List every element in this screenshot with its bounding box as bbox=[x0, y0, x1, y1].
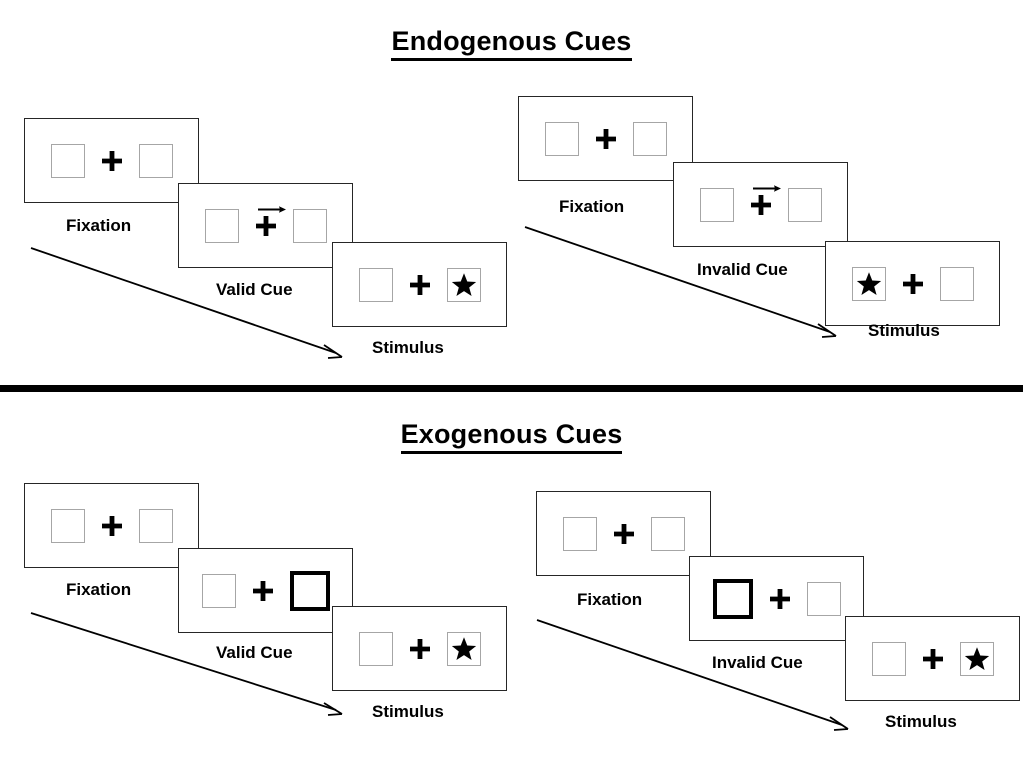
stimulus-box-left bbox=[871, 641, 906, 676]
plus-cross-icon bbox=[595, 128, 616, 149]
fixation-cross-wrap bbox=[250, 572, 276, 610]
stimulus-box-left bbox=[358, 267, 393, 302]
panel-content bbox=[358, 266, 481, 304]
fixation-cross-wrap bbox=[99, 507, 125, 545]
label-endo-invalid-cue: Invalid Cue bbox=[697, 260, 788, 279]
fixation-cross-wrap bbox=[99, 142, 125, 180]
panel-content bbox=[358, 630, 481, 668]
plus-cross-icon bbox=[101, 150, 122, 171]
stimulus-box-right bbox=[446, 267, 481, 302]
panel-endo-valid-stimulus bbox=[332, 242, 507, 327]
fixation-cross-wrap bbox=[900, 265, 926, 303]
panel-content bbox=[562, 515, 685, 553]
stimulus-box-left bbox=[201, 573, 236, 608]
stimulus-box-right bbox=[939, 266, 974, 301]
star-icon bbox=[856, 271, 881, 295]
stimulus-box-right bbox=[138, 143, 173, 178]
section-divider bbox=[0, 385, 1023, 392]
fixation-cross-wrap bbox=[920, 640, 946, 678]
label-exo-valid-fixation: Fixation bbox=[66, 580, 132, 599]
fixation-cross-wrap bbox=[767, 580, 793, 618]
panel-content bbox=[50, 142, 173, 180]
label-endo-invalid-fixation: Fixation bbox=[559, 197, 625, 216]
stimulus-box-right-cued bbox=[289, 570, 330, 611]
diagonal-arrow-icon-endo-valid bbox=[30, 247, 343, 359]
panel-content bbox=[712, 578, 841, 619]
stimulus-box-left bbox=[544, 121, 579, 156]
right-arrow-icon bbox=[752, 184, 781, 192]
panel-endo-invalid-fixation bbox=[518, 96, 693, 181]
fixation-cross-wrap bbox=[407, 630, 433, 668]
plus-cross-icon bbox=[613, 523, 634, 544]
right-arrow-icon bbox=[257, 205, 286, 213]
panel-exo-invalid-stimulus bbox=[845, 616, 1020, 701]
star-icon bbox=[451, 636, 476, 660]
panel-exo-invalid-cue bbox=[689, 556, 864, 641]
diagonal-arrow-icon-exo-invalid bbox=[536, 619, 849, 731]
stimulus-box-right bbox=[292, 208, 327, 243]
stimulus-box-left bbox=[358, 631, 393, 666]
plus-cross-icon bbox=[902, 273, 923, 294]
star-icon bbox=[964, 646, 989, 670]
label-endo-valid-stimulus: Stimulus bbox=[372, 338, 444, 357]
section-title-exogenous: Exogenous Cues bbox=[0, 419, 1023, 454]
diagonal-arrow-icon-endo-invalid bbox=[524, 226, 837, 338]
label-exo-invalid-fixation: Fixation bbox=[577, 590, 643, 609]
star-icon bbox=[451, 272, 476, 296]
stimulus-box-left bbox=[204, 208, 239, 243]
panel-content bbox=[201, 570, 330, 611]
panel-content bbox=[871, 640, 994, 678]
label-endo-invalid-stimulus: Stimulus bbox=[868, 321, 940, 340]
panel-content bbox=[699, 184, 822, 224]
stimulus-box-right bbox=[138, 508, 173, 543]
plus-cross-icon bbox=[769, 588, 790, 609]
plus-cross-icon bbox=[409, 274, 430, 295]
plus-cross-icon bbox=[750, 194, 771, 215]
panel-endo-invalid-cue bbox=[673, 162, 848, 247]
fixation-cross-wrap bbox=[253, 205, 286, 245]
stimulus-box-left bbox=[50, 143, 85, 178]
fixation-cross-wrap bbox=[407, 266, 433, 304]
section-title-endogenous-text: Endogenous Cues bbox=[391, 26, 632, 61]
label-endo-valid-cue: Valid Cue bbox=[216, 280, 293, 299]
section-title-endogenous: Endogenous Cues bbox=[0, 26, 1023, 61]
panel-exo-valid-fixation bbox=[24, 483, 199, 568]
plus-cross-icon bbox=[101, 515, 122, 536]
stimulus-box-right bbox=[632, 121, 667, 156]
diagonal-arrow-icon-exo-valid bbox=[30, 612, 343, 716]
panel-content bbox=[50, 507, 173, 545]
panel-exo-valid-stimulus bbox=[332, 606, 507, 691]
panel-exo-invalid-fixation bbox=[536, 491, 711, 576]
plus-cross-icon bbox=[409, 638, 430, 659]
stimulus-box-right bbox=[959, 641, 994, 676]
plus-cross-icon bbox=[252, 580, 273, 601]
stimulus-box-right bbox=[806, 581, 841, 616]
fixation-cross-wrap bbox=[611, 515, 637, 553]
panel-endo-valid-fixation bbox=[24, 118, 199, 203]
stimulus-box-left bbox=[851, 266, 886, 301]
panel-content bbox=[204, 205, 327, 245]
label-endo-valid-fixation: Fixation bbox=[66, 216, 132, 235]
label-exo-invalid-stimulus: Stimulus bbox=[885, 712, 957, 731]
panel-content bbox=[851, 265, 974, 303]
plus-cross-icon bbox=[922, 648, 943, 669]
section-title-exogenous-text: Exogenous Cues bbox=[400, 419, 623, 454]
fixation-cross-wrap bbox=[593, 120, 619, 158]
label-exo-valid-stimulus: Stimulus bbox=[372, 702, 444, 721]
label-exo-invalid-cue: Invalid Cue bbox=[712, 653, 803, 672]
stimulus-box-left-cued bbox=[712, 578, 753, 619]
plus-cross-icon bbox=[255, 215, 276, 236]
stimulus-box-right bbox=[446, 631, 481, 666]
fixation-cross-wrap bbox=[748, 184, 781, 224]
stimulus-box-right bbox=[787, 187, 822, 222]
panel-endo-invalid-stimulus bbox=[825, 241, 1000, 326]
stimulus-box-left bbox=[699, 187, 734, 222]
panel-exo-valid-cue bbox=[178, 548, 353, 633]
panel-endo-valid-cue bbox=[178, 183, 353, 268]
stimulus-box-right bbox=[650, 516, 685, 551]
stimulus-box-left bbox=[562, 516, 597, 551]
stimulus-box-left bbox=[50, 508, 85, 543]
panel-content bbox=[544, 120, 667, 158]
label-exo-valid-cue: Valid Cue bbox=[216, 643, 293, 662]
